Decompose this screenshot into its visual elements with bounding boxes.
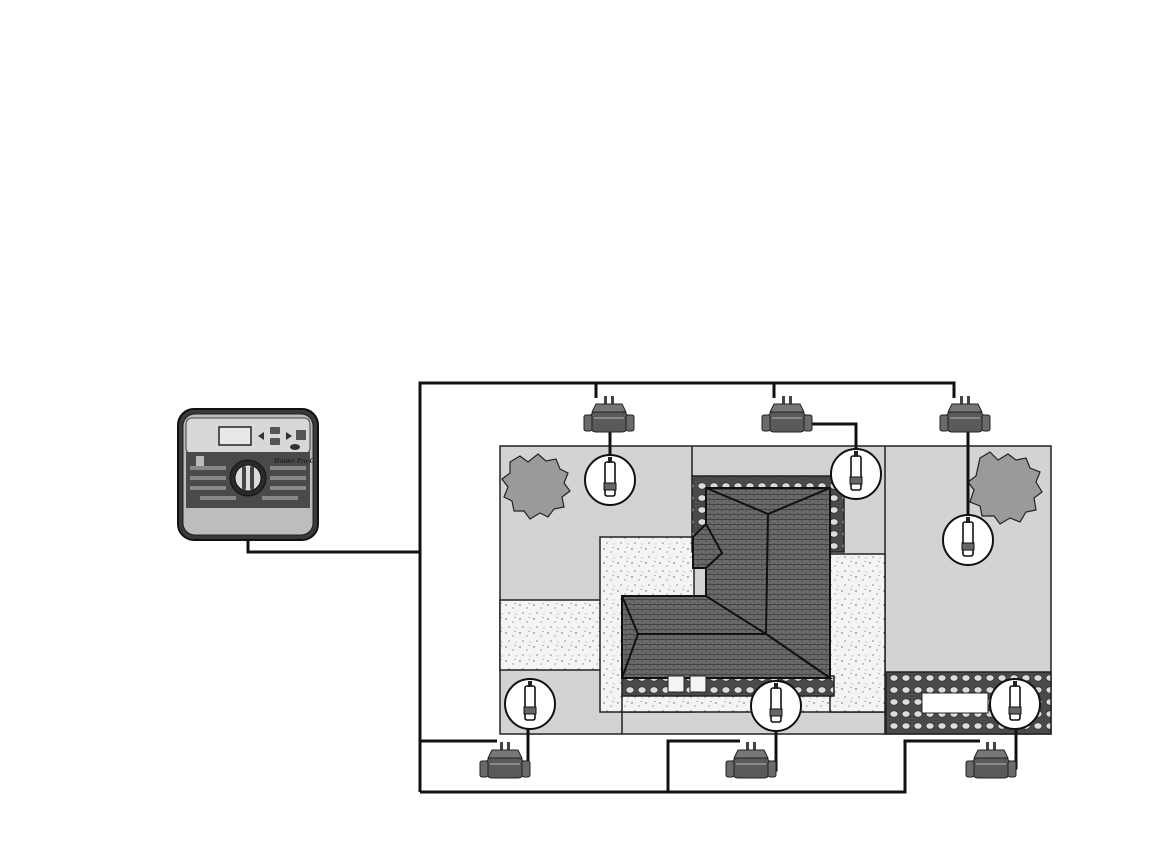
sprinkler-head-icon <box>943 515 993 565</box>
valve-icon <box>584 396 634 432</box>
irrigation-controller-icon: Hunter Pro-C <box>178 409 318 540</box>
valve-icon <box>480 742 530 778</box>
sprinkler-head-icon <box>505 679 555 729</box>
sprinkler-head-icon <box>831 449 881 499</box>
valve-icon <box>762 396 812 432</box>
controller-brand-label: Hunter Pro-C <box>273 457 315 465</box>
valve-icon <box>966 742 1016 778</box>
valve-icon <box>940 396 990 432</box>
valve-icon <box>726 742 776 778</box>
sprinkler-head-icon <box>585 455 635 505</box>
sprinkler-head-icon <box>990 679 1040 729</box>
sprinkler-head-icon <box>751 681 801 731</box>
